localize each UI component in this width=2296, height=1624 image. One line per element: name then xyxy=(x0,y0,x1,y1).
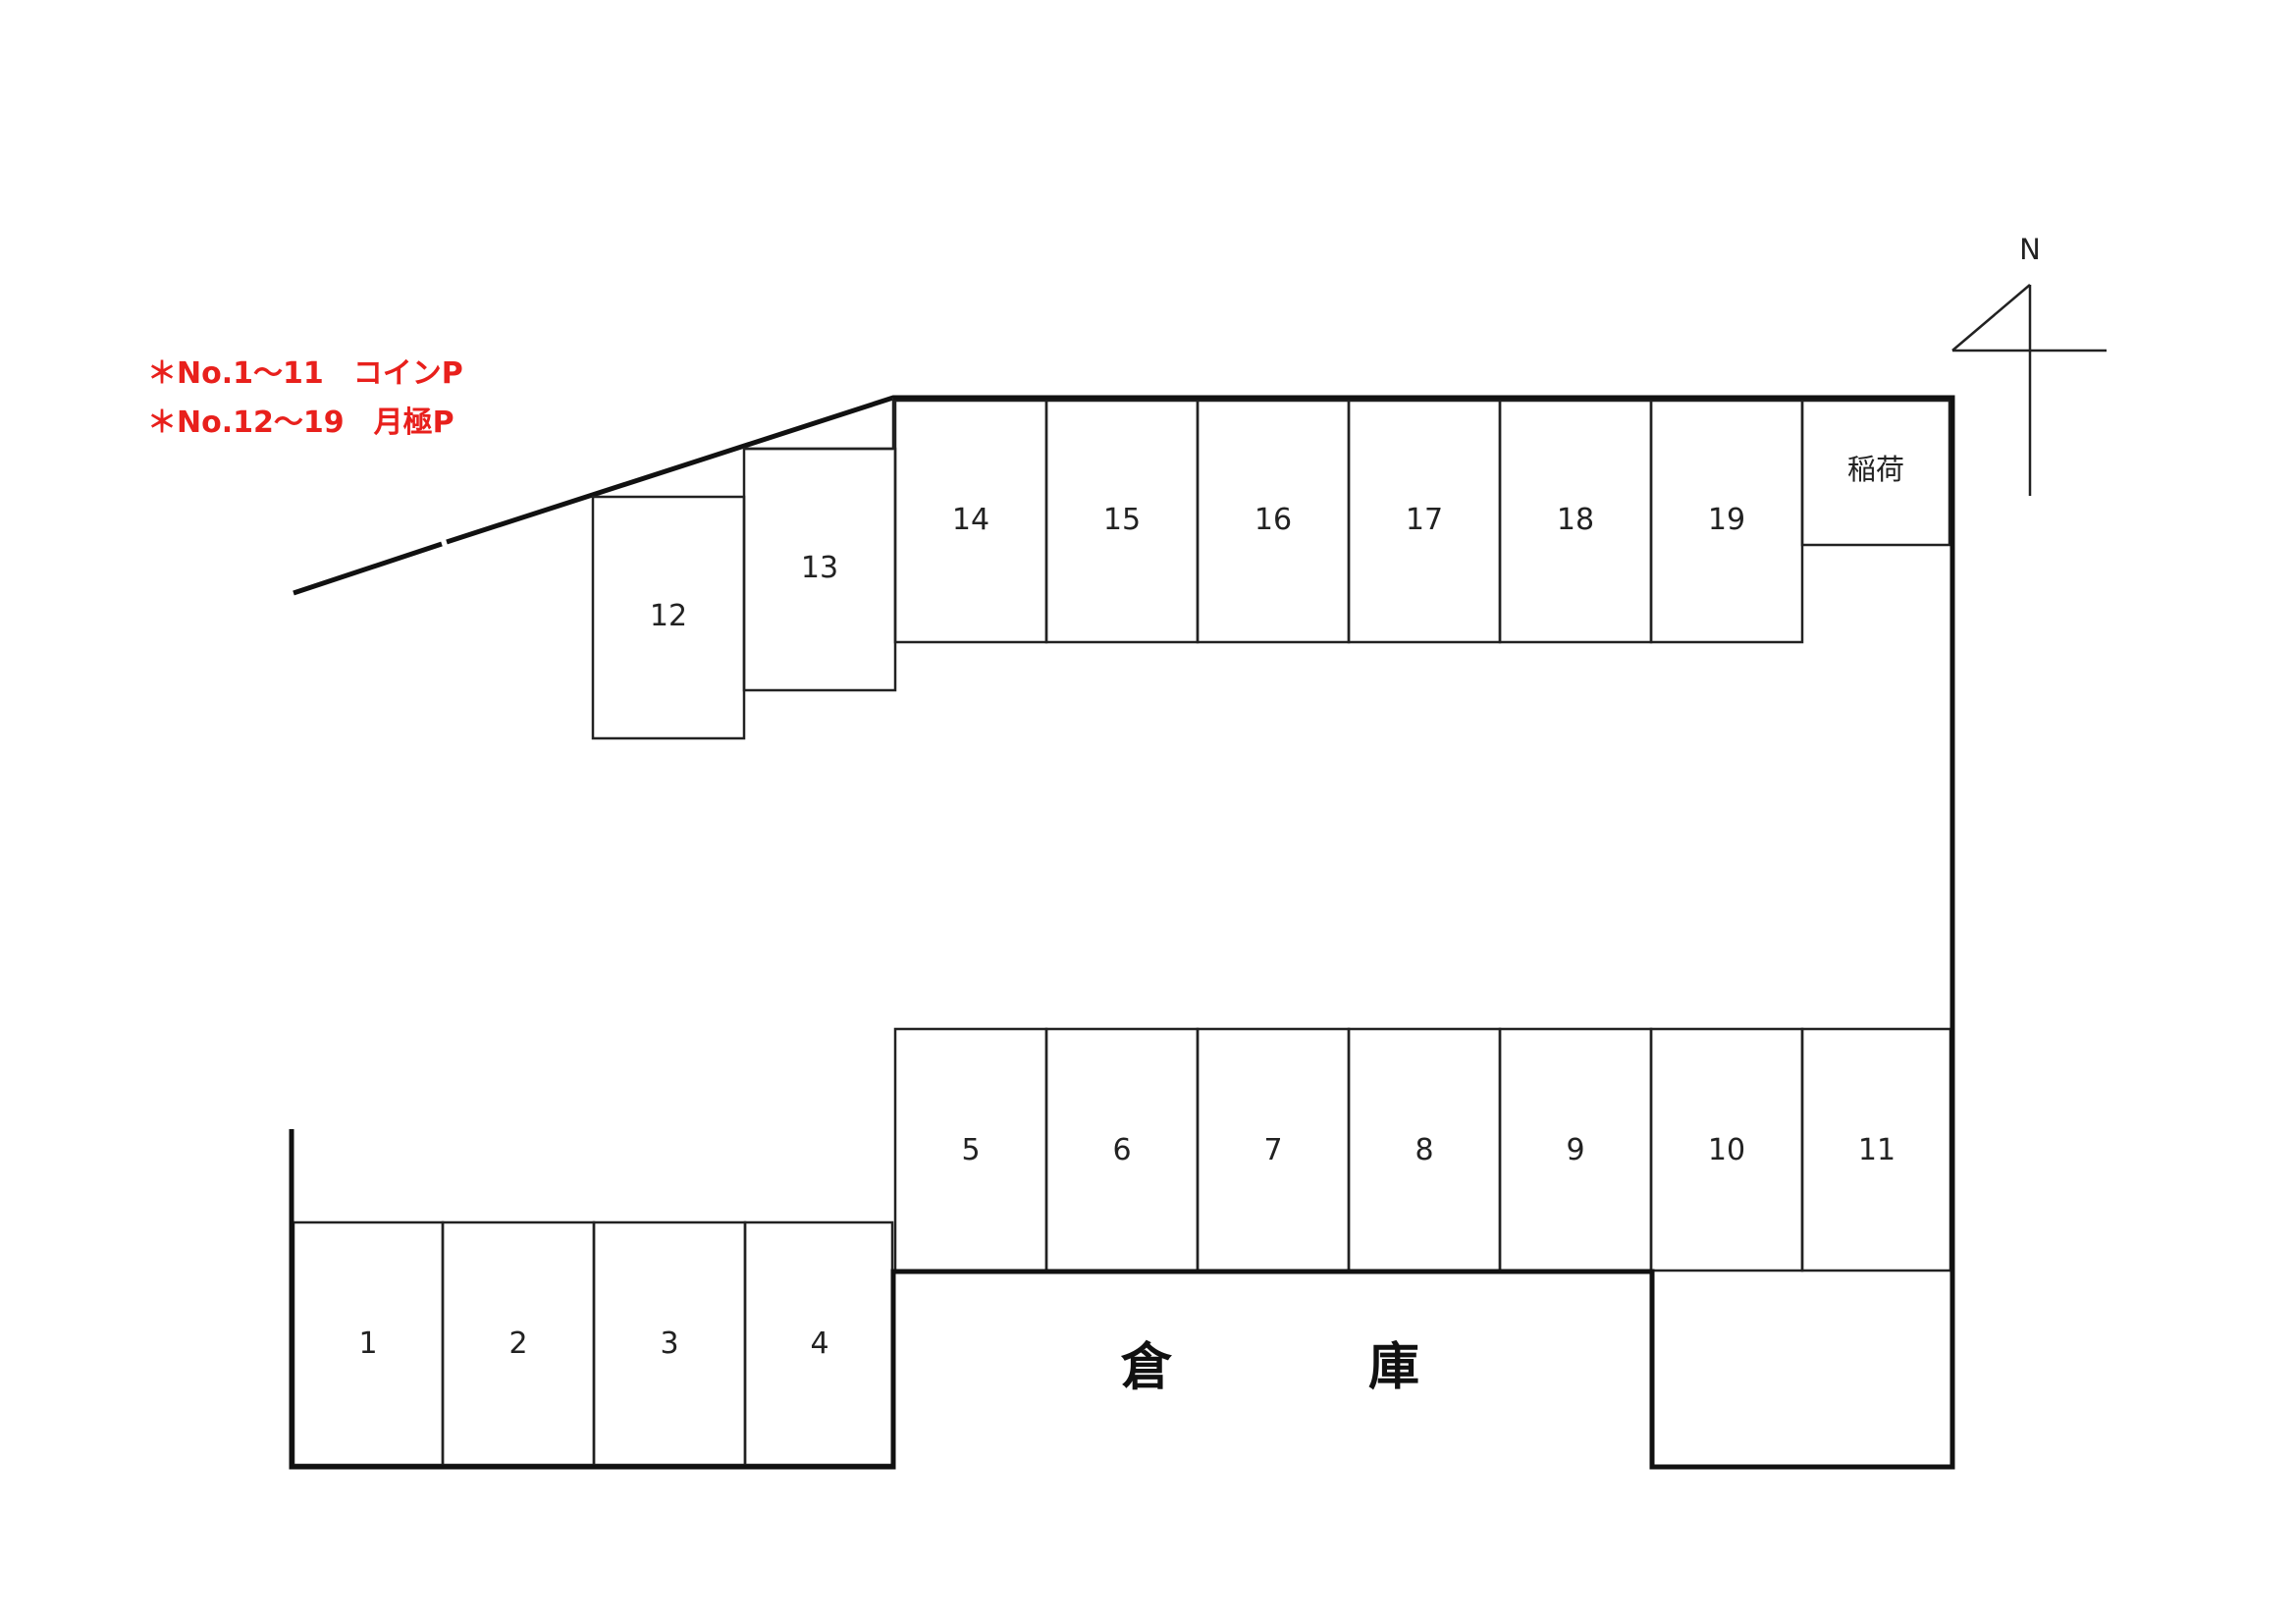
slot-label-17: 17 xyxy=(1406,503,1443,537)
slot-label-2: 2 xyxy=(508,1326,527,1361)
slot-label-15: 15 xyxy=(1103,503,1141,537)
lot-boundary xyxy=(289,395,1955,1470)
slot-label-3: 3 xyxy=(660,1326,678,1361)
lot-boundary-overlay xyxy=(890,395,1955,1470)
lot-boundary-overlay xyxy=(289,1129,893,1470)
legend-monthly-parking: ＊No.12〜19 月極P xyxy=(147,406,454,440)
slot-label-9: 9 xyxy=(1566,1133,1584,1167)
slot-label-6: 6 xyxy=(1112,1133,1131,1167)
legend-coin-parking: ＊No.1〜11 コインP xyxy=(147,356,463,391)
north-label: N xyxy=(2019,233,2041,266)
slot-label-10: 10 xyxy=(1708,1133,1745,1167)
slot-label-18: 18 xyxy=(1557,503,1594,537)
slot-label-7: 7 xyxy=(1263,1133,1282,1167)
slot-label-16: 16 xyxy=(1255,503,1292,537)
slot-label-5: 5 xyxy=(961,1133,980,1167)
warehouse-label-2: 庫 xyxy=(1368,1338,1419,1397)
slot-label-13: 13 xyxy=(801,551,838,585)
slot-label-4: 4 xyxy=(810,1326,828,1361)
slot-label-12: 12 xyxy=(650,599,687,633)
slot-label-8: 8 xyxy=(1415,1133,1433,1167)
slot-label-14: 14 xyxy=(952,503,989,537)
shrine-area xyxy=(1800,399,1951,547)
slot-label-1: 1 xyxy=(358,1326,377,1361)
north-arrow xyxy=(1951,284,2107,496)
slot-label-11: 11 xyxy=(1858,1133,1896,1167)
shrine-label: 稲荷 xyxy=(1847,453,1904,486)
warehouse-label-1: 倉 xyxy=(1120,1338,1172,1397)
slot-label-19: 19 xyxy=(1708,503,1745,537)
